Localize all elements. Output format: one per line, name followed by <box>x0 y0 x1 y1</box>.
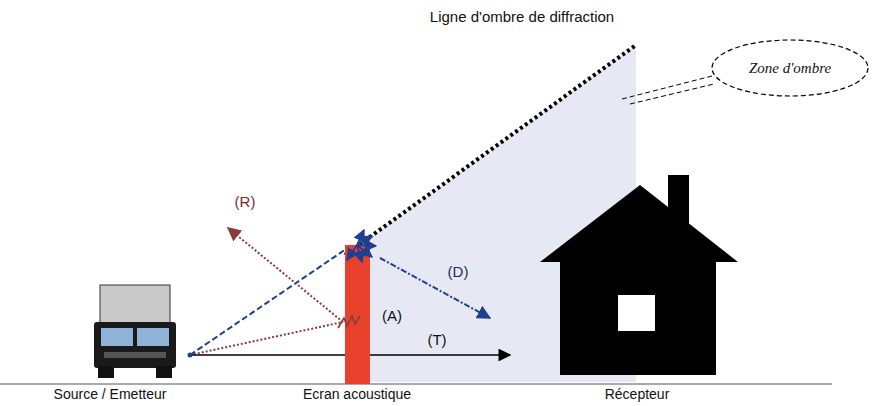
ray-label: (T) <box>427 332 446 349</box>
callout-text: Zone d'ombre <box>749 60 831 77</box>
incident-ray-absorbed <box>190 322 343 355</box>
acoustic-screen <box>345 245 370 384</box>
ray-label: (D) <box>448 264 469 281</box>
ground-line <box>0 383 832 384</box>
absorption-symbol <box>338 316 360 328</box>
reflected-ray <box>228 228 343 322</box>
diffraction-burst <box>347 230 376 262</box>
callout-leader <box>622 76 714 104</box>
cloud-ellipse <box>712 40 868 96</box>
element-label: Source / Emetteur <box>54 387 167 402</box>
truck-icon <box>94 285 176 378</box>
incident-ray <box>190 245 352 355</box>
shadow-line-label: Ligne d'ombre de diffraction <box>430 9 614 26</box>
house-icon <box>540 175 738 375</box>
callout-cloud: Zone d'ombre <box>710 38 870 98</box>
element-label: Ecran acoustique <box>303 387 411 402</box>
element-label: Récepteur <box>605 387 670 402</box>
source-point <box>188 353 193 358</box>
ray-label: (A) <box>382 308 402 325</box>
ray-label: (R) <box>235 194 256 211</box>
